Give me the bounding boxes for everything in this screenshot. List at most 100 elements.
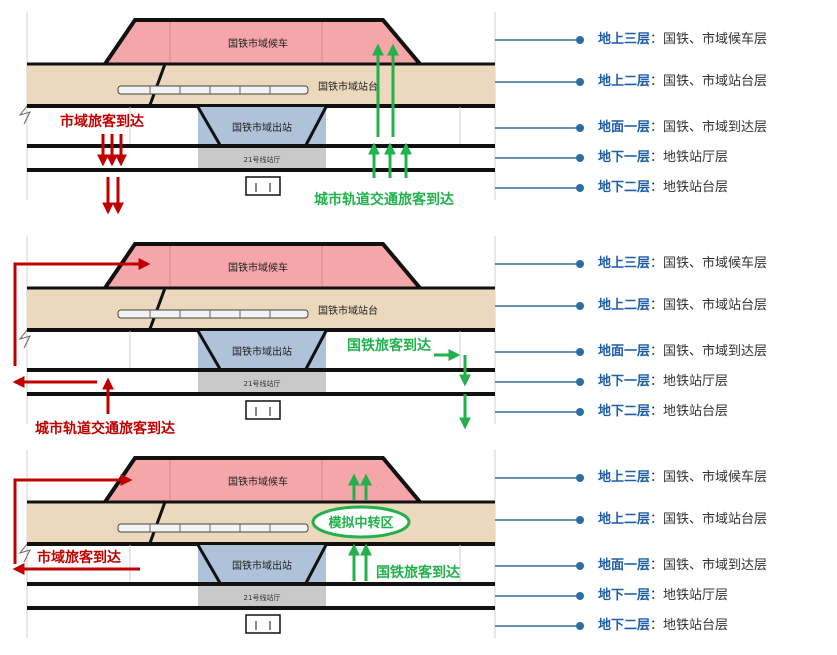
red-flow-arrow (13, 258, 151, 366)
level-label: 地下二层：地铁站台层 (598, 404, 728, 420)
level-name: 地上二层 (598, 74, 651, 89)
metro-hall-box (198, 372, 326, 392)
level-description: ：地铁站台层 (650, 180, 729, 195)
level-description: ：国铁、市域候车层 (650, 470, 768, 485)
level-description: ：国铁、市域站台层 (650, 512, 768, 527)
connector-dot (576, 562, 584, 570)
connector-dot (576, 592, 584, 600)
train-shape (117, 309, 309, 319)
level-label: 地下一层：地铁站厅层 (598, 150, 728, 166)
connector-dot (576, 184, 584, 192)
level-name: 地面一层 (598, 344, 651, 359)
break-mark (18, 543, 31, 563)
level-label: 地上三层：国铁、市域候车层 (598, 32, 767, 48)
connector-dot (576, 408, 584, 416)
waiting-hall-shape (105, 458, 420, 502)
train-shape (117, 523, 309, 533)
exit-slope (304, 544, 328, 584)
connector-dot (576, 474, 584, 482)
connector-dot (576, 154, 584, 162)
level-label: 地面一层：国铁、市域到达层 (598, 120, 767, 136)
level-label: 地下二层：地铁站台层 (598, 180, 728, 196)
exit-label: 国铁市域出站 (232, 559, 292, 572)
level-name: 地下二层 (598, 618, 651, 633)
level-name: 地下一层 (598, 150, 651, 165)
exit-slope (196, 330, 222, 370)
metro-car (245, 176, 281, 196)
level-name: 地上二层 (598, 298, 651, 313)
exit-slope (196, 544, 222, 584)
regional-arrival-label: 市域旅客到达 (37, 550, 121, 566)
level-name: 地下二层 (598, 180, 651, 195)
level-name: 地上三层 (598, 470, 651, 485)
level-description: ：地铁站厅层 (650, 588, 729, 603)
national-arrival-label: 国铁旅客到达 (347, 338, 431, 354)
train-shape (117, 85, 309, 95)
connector-dot (576, 622, 584, 630)
regional-arrival-label: 市域旅客到达 (60, 114, 144, 130)
platform-band (27, 65, 495, 105)
level-name: 地面一层 (598, 120, 651, 135)
red-flow-arrow (13, 474, 133, 564)
platform-label: 国铁市域站台 (318, 80, 378, 93)
connector-dot (576, 348, 584, 356)
platform-band (27, 289, 495, 329)
exit-slope (304, 106, 328, 146)
national-arrival-label: 国铁旅客到达 (376, 565, 460, 581)
level-label: 地上二层：国铁、市域站台层 (598, 74, 767, 90)
break-mark (18, 329, 31, 349)
level-name: 地下二层 (598, 404, 651, 419)
level-label: 地上三层：国铁、市域候车层 (598, 470, 767, 486)
waiting-hall-label: 国铁市域候车 (228, 37, 288, 50)
transfer-zone-label: 模拟中转区 (328, 515, 393, 531)
connector-dot (576, 260, 584, 268)
connector-dot (576, 516, 584, 524)
platform-ramp (148, 63, 167, 106)
level-label: 地下一层：地铁站厅层 (598, 374, 728, 390)
level-name: 地上二层 (598, 512, 651, 527)
exit-label: 国铁市域出站 (232, 121, 292, 134)
platform-band (27, 503, 495, 543)
metro-car (245, 400, 281, 420)
level-description: ：国铁、市域到达层 (650, 120, 768, 135)
level-label: 地下二层：地铁站台层 (598, 618, 728, 634)
exit-box (198, 545, 326, 583)
metro-hall-box (198, 148, 326, 168)
waiting-hall-label: 国铁市域候车 (228, 261, 288, 274)
metro-arrival-label: 城市轨道交通旅客到达 (314, 192, 454, 208)
level-label: 地上二层：国铁、市域站台层 (598, 298, 767, 314)
level-label: 地面一层：国铁、市域到达层 (598, 558, 767, 574)
level-label: 地下一层：地铁站厅层 (598, 588, 728, 604)
level-description: ：地铁站厅层 (650, 150, 729, 165)
level-name: 地下一层 (598, 588, 651, 603)
metro-car (245, 614, 281, 634)
level-label: 地上二层：国铁、市域站台层 (598, 512, 767, 528)
level-description: ：国铁、市域候车层 (650, 256, 768, 271)
level-label: 地上三层：国铁、市域候车层 (598, 256, 767, 272)
connector-dot (576, 124, 584, 132)
level-description: ：国铁、市域到达层 (650, 344, 768, 359)
metro-hall-label: 21号线站厅 (244, 155, 281, 164)
transfer-zone-oval (311, 505, 411, 539)
connector-dot (576, 36, 584, 44)
connector-dot (576, 302, 584, 310)
level-description: ：地铁站台层 (650, 618, 729, 633)
metro-hall-box (198, 586, 326, 606)
level-description: ：地铁站台层 (650, 404, 729, 419)
exit-box (198, 107, 326, 145)
level-name: 地面一层 (598, 558, 651, 573)
level-description: ：国铁、市域站台层 (650, 74, 768, 89)
waiting-hall-outline (103, 242, 422, 290)
break-mark (18, 105, 31, 125)
level-name: 地上三层 (598, 256, 651, 271)
exit-box (198, 331, 326, 369)
waiting-hall-label: 国铁市域候车 (228, 475, 288, 488)
waiting-hall-shape (105, 20, 420, 64)
waiting-hall-outline (103, 18, 422, 66)
exit-label: 国铁市域出站 (232, 345, 292, 358)
platform-ramp (148, 501, 167, 544)
exit-slope (304, 330, 328, 370)
platform-label: 国铁市域站台 (318, 304, 378, 317)
